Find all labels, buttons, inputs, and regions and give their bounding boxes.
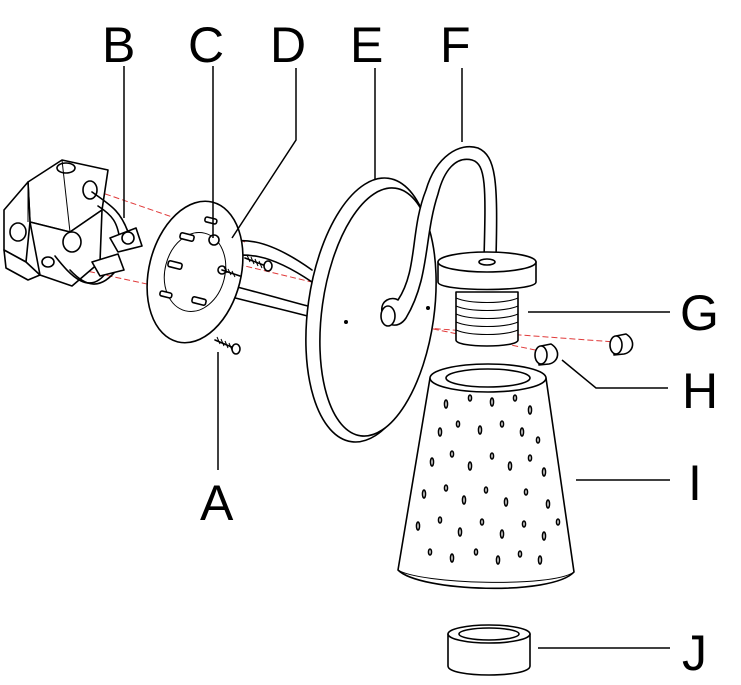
leader-lines: [123, 66, 670, 649]
socket-assembly: [437, 251, 537, 347]
shade-ring: [447, 624, 531, 676]
label-d: D: [270, 17, 306, 73]
junction-box: [3, 159, 109, 287]
wire-connectors: [91, 227, 143, 277]
backplate: [305, 177, 437, 443]
label-e: E: [350, 17, 383, 73]
label-c: C: [188, 17, 224, 73]
callout-labels: A B C D E F G H I J: [102, 17, 719, 681]
cap-nut-g: [609, 333, 634, 356]
label-f: F: [440, 17, 471, 73]
label-b: B: [102, 17, 135, 73]
mounting-plate: [146, 200, 244, 344]
glass-shade: [397, 363, 575, 590]
label-i: I: [688, 455, 702, 511]
screws: [214, 254, 273, 355]
shade-pattern: [415, 394, 561, 565]
label-h: H: [682, 363, 718, 419]
cap-nuts: [534, 333, 634, 366]
screw-a: [214, 336, 241, 355]
screw-d: [244, 254, 273, 272]
label-j: J: [682, 625, 707, 681]
label-a: A: [200, 475, 234, 531]
screw-c: [221, 266, 241, 278]
label-g: G: [680, 285, 719, 341]
cap-nut-h: [534, 343, 559, 366]
